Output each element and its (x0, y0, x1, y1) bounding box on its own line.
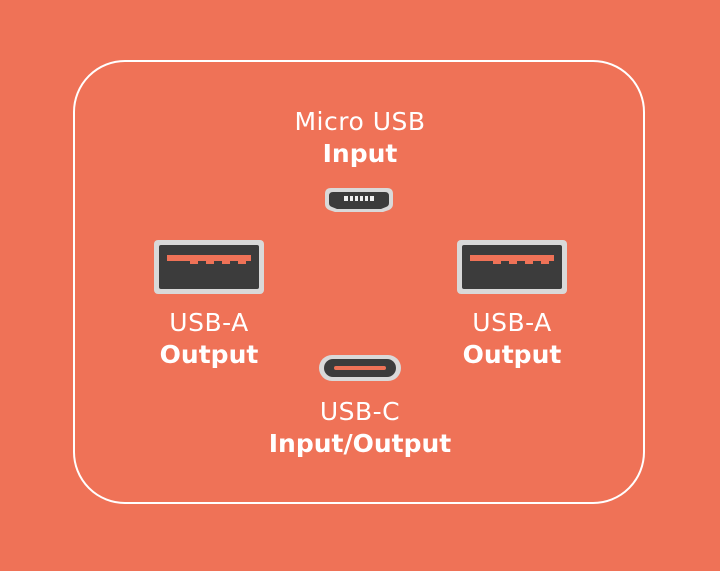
micro-usb-label: Micro USB Input (260, 107, 460, 171)
ports-panel (73, 60, 645, 504)
usb-a-left-role: Output (159, 340, 259, 369)
usb-a-left-label: USB-A Output (109, 308, 309, 372)
usb-c-name: USB-C (319, 397, 401, 426)
usb-c-label: USB-C Input/Output (230, 397, 490, 461)
usb-a-left-name: USB-A (169, 308, 249, 337)
usb-a-right-label: USB-A Output (412, 308, 612, 372)
micro-usb-name: Micro USB (294, 107, 426, 136)
usb-a-left-port-icon (153, 239, 265, 295)
usb-a-right-role: Output (462, 340, 562, 369)
usb-a-right-name: USB-A (472, 308, 552, 337)
micro-usb-role: Input (322, 139, 398, 168)
usb-a-right-port-icon (456, 239, 568, 295)
micro-usb-port-icon (323, 186, 395, 214)
usb-c-role: Input/Output (268, 429, 452, 458)
usb-c-port-icon (318, 354, 402, 382)
